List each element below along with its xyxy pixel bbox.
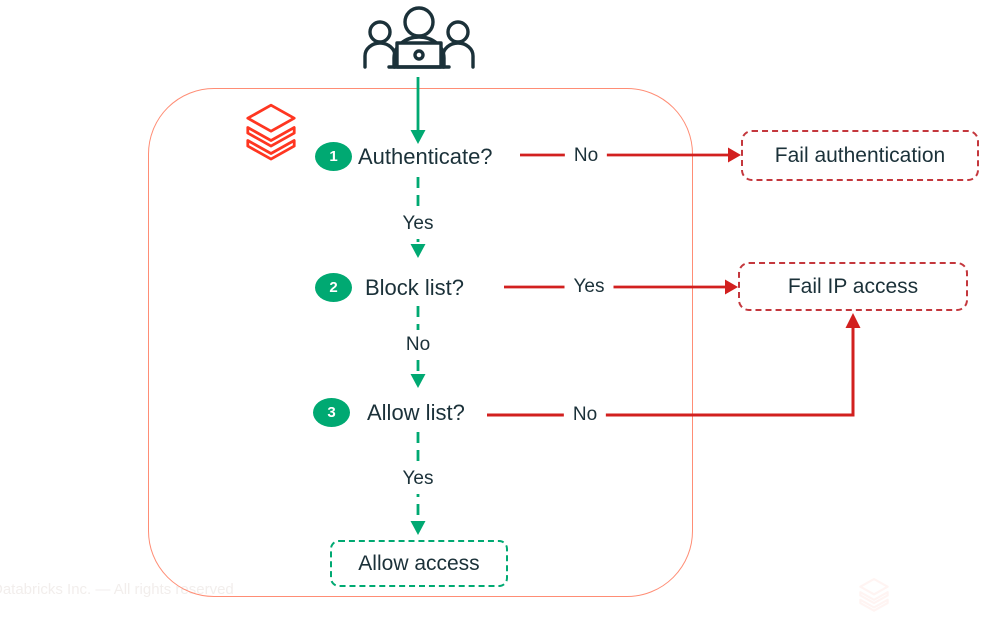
fail-ip-access-node: Fail IP access [738,262,968,311]
step-3-badge: 3 [313,398,350,427]
databricks-logo-icon [245,103,297,170]
databricks-watermark-icon [858,578,890,619]
fail-ip-access-label: Fail IP access [787,274,919,298]
users-group-icon [359,5,479,78]
edge-label-no-3: No [563,402,607,428]
step-2-label: Block list? [365,275,465,300]
allow-access-node: Allow access [330,540,508,587]
copyright-text: Databricks Inc. — All rights reserved [0,581,234,598]
step-2-badge: 2 [315,273,352,302]
step-1-number: 1 [329,148,338,165]
edge-label-yes-1: Yes [396,209,440,239]
edge-label-no-1: No [564,143,608,169]
step-3-number: 3 [327,404,336,421]
edge-label-yes-3: Yes [396,464,440,494]
step-3-label: Allow list? [367,400,465,425]
allow-access-label: Allow access [358,551,480,575]
step-1-label: Authenticate? [358,144,493,169]
fail-authentication-label: Fail authentication [774,143,946,167]
step-1-badge: 1 [315,142,352,171]
step-2-number: 2 [329,279,338,296]
edge-label-yes-2: Yes [564,274,614,300]
edge-label-no-2: No [399,330,437,360]
fail-authentication-node: Fail authentication [741,130,979,181]
